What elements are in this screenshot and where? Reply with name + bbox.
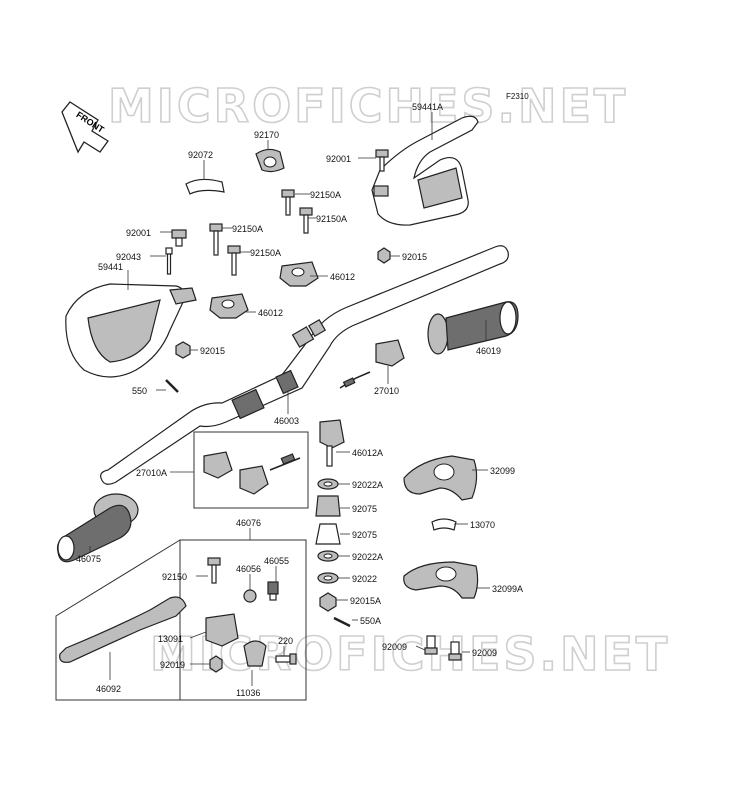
part-46056 bbox=[243, 589, 257, 603]
label-92150A-1: 92150A bbox=[310, 190, 341, 200]
damper-92075-lower bbox=[315, 523, 341, 545]
collar-92022A-lower bbox=[317, 550, 339, 562]
switch-27010 bbox=[339, 339, 405, 389]
switch-27010A-body bbox=[239, 453, 301, 495]
bolt-220 bbox=[275, 653, 297, 665]
label-46075: 46075 bbox=[76, 554, 101, 564]
collar-92022 bbox=[317, 572, 339, 584]
hand-guard-59441A bbox=[371, 115, 479, 226]
bolt-92150 bbox=[207, 557, 221, 584]
label-92075-upper: 92075 bbox=[352, 504, 377, 514]
label-11036: 11036 bbox=[236, 688, 260, 698]
label-46092: 46092 bbox=[96, 684, 121, 694]
handlebar-46003 bbox=[100, 245, 509, 485]
pin-92043 bbox=[165, 247, 173, 275]
label-32099: 32099 bbox=[490, 466, 515, 476]
switch-27010A-clamp bbox=[203, 451, 233, 479]
label-46076: 46076 bbox=[236, 518, 261, 528]
diagram-code: F2310 bbox=[506, 92, 529, 101]
bolt-92001-left bbox=[171, 229, 187, 247]
label-92022A-upper: 92022A bbox=[352, 480, 383, 490]
label-92170: 92170 bbox=[254, 130, 279, 140]
damper-92075-upper bbox=[315, 495, 341, 517]
label-46056: 46056 bbox=[236, 564, 261, 574]
label-92001-left: 92001 bbox=[126, 228, 151, 238]
nut-92015-left bbox=[175, 341, 191, 359]
label-220: 220 bbox=[278, 636, 293, 646]
bolt-92001-top bbox=[375, 149, 389, 172]
hand-guard-59441 bbox=[65, 283, 197, 378]
label-92150A-4: 92150A bbox=[250, 248, 281, 258]
bolt-92150A-3 bbox=[209, 223, 223, 256]
clamp-11036 bbox=[243, 640, 267, 667]
label-59441A: 59441A bbox=[412, 102, 443, 112]
holder-46012A bbox=[319, 419, 345, 467]
cover-13070 bbox=[431, 518, 457, 531]
label-92015A: 92015A bbox=[350, 596, 381, 606]
label-13091: 13091 bbox=[158, 634, 183, 644]
label-92043: 92043 bbox=[116, 252, 141, 262]
label-92009-right: 92009 bbox=[472, 648, 497, 658]
label-46012A: 46012A bbox=[352, 448, 383, 458]
collar-92022A-upper bbox=[317, 478, 339, 490]
label-92075-lower: 92075 bbox=[352, 530, 377, 540]
front-arrow-icon: FRONT bbox=[61, 101, 109, 154]
holder-46012-lower bbox=[209, 293, 249, 319]
housing-32099A bbox=[403, 561, 479, 599]
label-92150A-2: 92150A bbox=[316, 214, 347, 224]
label-92022A-lower: 92022A bbox=[352, 552, 383, 562]
clip-550A bbox=[333, 616, 351, 628]
part-labels: 59441A 92001 92170 92072 92150A 92150A 9… bbox=[76, 102, 523, 698]
bolt-92009-right bbox=[448, 641, 462, 661]
label-13070: 13070 bbox=[470, 520, 495, 530]
label-92015-left: 92015 bbox=[200, 346, 225, 356]
label-59441: 59441 bbox=[98, 262, 123, 272]
label-92009-left: 92009 bbox=[382, 642, 407, 652]
box-46076-outline bbox=[55, 539, 306, 701]
label-550: 550 bbox=[132, 386, 147, 396]
leader-lines bbox=[89, 112, 490, 686]
label-46055: 46055 bbox=[264, 556, 289, 566]
housing-32099 bbox=[403, 455, 478, 501]
clamp-92170 bbox=[255, 148, 285, 173]
label-92001-top: 92001 bbox=[326, 154, 351, 164]
bolt-92009-left bbox=[424, 635, 438, 655]
nut-92015A bbox=[319, 592, 337, 612]
label-92022: 92022 bbox=[352, 574, 377, 584]
watermark-top: MICROFICHES.NET bbox=[108, 79, 628, 133]
nut-92019 bbox=[209, 655, 223, 673]
bracket-13091 bbox=[205, 613, 239, 647]
box-27010A bbox=[193, 431, 309, 509]
label-92150A-3: 92150A bbox=[232, 224, 263, 234]
grip-46075 bbox=[56, 493, 139, 563]
lever-46092 bbox=[59, 596, 187, 663]
label-92015-right: 92015 bbox=[402, 252, 427, 262]
grip-46019 bbox=[427, 301, 519, 355]
label-92150: 92150 bbox=[162, 572, 187, 582]
label-46012-upper: 46012 bbox=[330, 272, 355, 282]
label-32099A: 32099A bbox=[492, 584, 523, 594]
nut-92015-right bbox=[377, 247, 391, 264]
label-92072: 92072 bbox=[188, 150, 213, 160]
label-550A: 550A bbox=[360, 616, 381, 626]
label-27010: 27010 bbox=[374, 386, 399, 396]
part-46055 bbox=[267, 581, 279, 601]
label-92019: 92019 bbox=[160, 660, 185, 670]
label-46019: 46019 bbox=[476, 346, 501, 356]
label-27010A: 27010A bbox=[136, 468, 167, 478]
band-92072 bbox=[185, 178, 225, 195]
bolt-92150A-2 bbox=[299, 207, 313, 234]
clip-550 bbox=[165, 379, 179, 393]
bolt-92150A-1 bbox=[281, 189, 295, 216]
holder-46012-upper bbox=[279, 261, 319, 287]
label-46012-lower: 46012 bbox=[258, 308, 283, 318]
bolt-92150A-4 bbox=[227, 245, 241, 276]
label-46003: 46003 bbox=[274, 416, 299, 426]
